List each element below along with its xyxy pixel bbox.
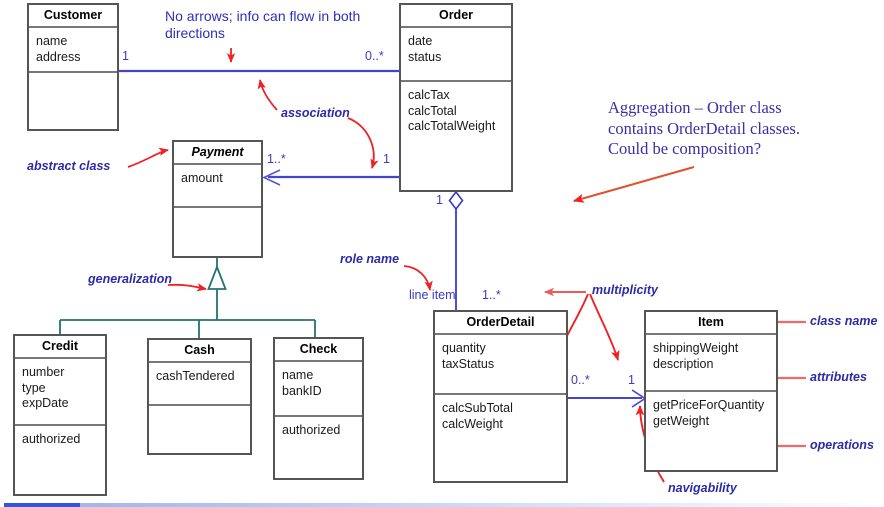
callout-label-abstract-class: abstract class bbox=[27, 159, 111, 173]
multiplicity-payment-order-right: 1 bbox=[383, 152, 390, 166]
operation: calcTotalWeight bbox=[408, 119, 496, 133]
operation: calcWeight bbox=[442, 416, 503, 431]
aggregation-order-orderdetail bbox=[448, 190, 464, 310]
bottom-accent-bar bbox=[0, 503, 884, 507]
attribute: shippingWeight bbox=[653, 341, 739, 355]
multiplicity-orderdetail-item-right: 1 bbox=[628, 373, 635, 387]
class-name-payment: Payment bbox=[174, 142, 261, 165]
callout-association-leader bbox=[257, 79, 379, 169]
class-attributes-payment: amount bbox=[174, 165, 261, 206]
attribute: quantity bbox=[442, 341, 486, 355]
attribute: bankID bbox=[282, 383, 322, 398]
class-attributes-cash: cashTendered bbox=[149, 363, 250, 404]
attribute: cashTendered bbox=[156, 369, 235, 383]
attribute: expDate bbox=[22, 396, 69, 410]
class-box-credit[interactable]: Credit number type expDate authorized bbox=[13, 334, 107, 496]
assoc-orderdetail-item bbox=[568, 389, 647, 408]
attribute: date bbox=[408, 34, 433, 48]
class-attributes-customer: name address bbox=[29, 28, 117, 71]
class-attributes-order: date status bbox=[401, 28, 511, 80]
callout-abstract-class-leader bbox=[127, 147, 169, 168]
class-operations-cash bbox=[149, 404, 250, 453]
class-box-check[interactable]: Check name bankID authorized bbox=[273, 337, 364, 480]
operation: calcTotal bbox=[408, 103, 457, 118]
attribute: address bbox=[36, 49, 81, 64]
operation: getWeight bbox=[653, 413, 710, 428]
class-box-order[interactable]: Order date status calcTax calcTotal calc… bbox=[399, 3, 513, 192]
callout-label-operations: operations bbox=[810, 438, 874, 452]
assoc-payment-order bbox=[262, 169, 399, 186]
class-attributes-item: shippingWeight description bbox=[646, 335, 776, 390]
callout-generalization-leader bbox=[167, 283, 207, 292]
class-attributes-credit: number type expDate bbox=[15, 359, 105, 424]
class-box-payment[interactable]: Payment amount bbox=[172, 140, 263, 258]
class-box-orderdetail[interactable]: OrderDetail quantity taxStatus calcSubTo… bbox=[433, 310, 568, 483]
class-operations-customer bbox=[29, 71, 117, 129]
class-name-customer: Customer bbox=[29, 5, 117, 28]
multiplicity-payment-order-left: 1..* bbox=[267, 152, 286, 166]
operation: calcSubTotal bbox=[442, 401, 513, 415]
callout-label-attributes: attributes bbox=[810, 370, 867, 384]
multiplicity-order-orderdetail-top: 1 bbox=[436, 193, 443, 207]
callout-label-association: association bbox=[281, 106, 350, 120]
callout-label-class-name: class name bbox=[810, 314, 878, 328]
operation: calcTax bbox=[408, 88, 450, 102]
class-operations-orderdetail: calcSubTotal calcWeight bbox=[435, 393, 566, 481]
attribute: taxStatus bbox=[442, 356, 495, 371]
multiplicity-orderdetail-item-left: 0..* bbox=[571, 373, 590, 387]
note-aggregation: Aggregation – Order class contains Order… bbox=[608, 98, 800, 158]
callout-role-name-leader bbox=[403, 265, 433, 291]
callout-label-multiplicity: multiplicity bbox=[592, 283, 658, 297]
class-operations-check: authorized bbox=[275, 415, 362, 478]
callout-label-role-name: role name bbox=[340, 252, 400, 266]
class-operations-item: getPriceForQuantity getWeight bbox=[646, 390, 776, 470]
class-name-cash: Cash bbox=[149, 340, 250, 363]
class-name-order: Order bbox=[401, 5, 511, 28]
class-name-orderdetail: OrderDetail bbox=[435, 312, 566, 335]
operation: authorized bbox=[22, 432, 81, 446]
attribute: name bbox=[36, 34, 68, 48]
callout-label-navigability: navigability bbox=[668, 481, 737, 495]
attribute: type bbox=[22, 380, 46, 395]
class-box-customer[interactable]: Customer name address bbox=[27, 3, 119, 131]
class-operations-credit: authorized bbox=[15, 424, 105, 494]
role-name-line-item: line item bbox=[409, 288, 456, 302]
class-box-cash[interactable]: Cash cashTendered bbox=[147, 338, 252, 455]
class-name-credit: Credit bbox=[15, 336, 105, 359]
class-operations-order: calcTax calcTotal calcTotalWeight bbox=[401, 80, 511, 190]
attribute: description bbox=[653, 356, 714, 371]
callout-label-generalization: generalization bbox=[88, 272, 173, 286]
operation: getPriceForQuantity bbox=[653, 398, 765, 412]
attribute: number bbox=[22, 365, 65, 379]
multiplicity-order-orderdetail-bottom: 1..* bbox=[482, 288, 501, 302]
attribute: name bbox=[282, 368, 314, 382]
attribute: status bbox=[408, 49, 442, 64]
note-no-arrows: No arrows; info can flow in both directi… bbox=[165, 8, 361, 41]
attribute: amount bbox=[181, 171, 223, 185]
class-attributes-orderdetail: quantity taxStatus bbox=[435, 335, 566, 393]
bottom-bar-solid-segment bbox=[4, 503, 80, 507]
class-operations-payment bbox=[174, 206, 261, 256]
generalization-payment-subclasses bbox=[59, 258, 316, 338]
multiplicity-customer-order-right: 0..* bbox=[365, 49, 384, 63]
bottom-bar-gradient-segment bbox=[80, 503, 884, 507]
operation: authorized bbox=[282, 423, 341, 437]
class-name-check: Check bbox=[275, 339, 362, 362]
class-attributes-check: name bankID bbox=[275, 362, 362, 415]
class-box-item[interactable]: Item shippingWeight description getPrice… bbox=[644, 310, 778, 472]
class-name-item: Item bbox=[646, 312, 776, 335]
callout-aggregation-leader bbox=[572, 166, 695, 203]
multiplicity-customer-order-left: 1 bbox=[122, 49, 129, 63]
